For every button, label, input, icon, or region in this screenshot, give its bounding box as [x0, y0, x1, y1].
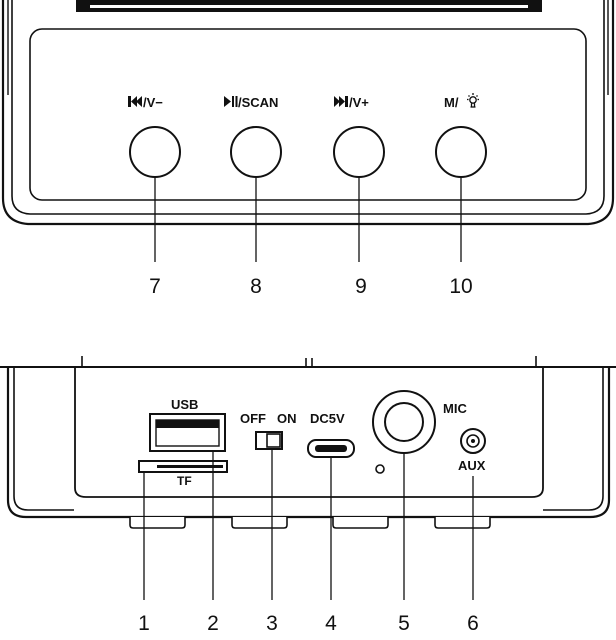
next-track-icon — [334, 96, 348, 107]
callout-number-10: 10 — [449, 275, 472, 298]
tf-label: TF — [177, 474, 192, 488]
prev-volume-down-button[interactable] — [129, 126, 181, 178]
light-bulb-icon — [467, 93, 479, 108]
tf-card-slot-inner — [157, 465, 223, 468]
play-pause-scan-button[interactable] — [230, 126, 282, 178]
callout-number-1: 1 — [138, 612, 150, 635]
callout-number-2: 2 — [207, 612, 219, 635]
button-group-play: /SCAN — [224, 95, 282, 178]
dc-label: DC5V — [310, 411, 345, 426]
usb-label: USB — [171, 397, 198, 412]
rear-recess — [74, 367, 544, 498]
callout-number-5: 5 — [398, 612, 410, 635]
callout-number-3: 3 — [266, 612, 278, 635]
aux-label: AUX — [458, 458, 486, 473]
button-label-mode: M/ — [444, 95, 459, 110]
aux-jack[interactable] — [460, 428, 486, 454]
aux-jack-inner — [466, 434, 480, 448]
usb-port-tongue — [156, 420, 219, 428]
indicator-hole — [375, 464, 385, 474]
switch-off-label: OFF — [240, 411, 266, 426]
callout-number-4: 4 — [325, 612, 337, 635]
next-volume-up-button[interactable] — [333, 126, 385, 178]
mode-light-button[interactable] — [435, 126, 487, 178]
button-group-next: /V+ — [333, 95, 385, 178]
rear-panel-outer-body — [6, 367, 611, 519]
button-label-play: /SCAN — [238, 95, 278, 110]
top-panel-top-edge-highlight — [90, 5, 528, 8]
prev-track-icon — [128, 96, 142, 107]
aux-jack-center — [471, 439, 475, 443]
callout-number-8: 8 — [250, 275, 262, 298]
rear-foot-2 — [231, 517, 288, 529]
rear-panel-inner-left-wall — [13, 367, 74, 511]
button-label-prev: /V− — [143, 95, 163, 110]
top-panel-outer-body — [1, 0, 615, 226]
callout-number-6: 6 — [467, 612, 479, 635]
callout-number-9: 9 — [355, 275, 367, 298]
top-panel-face — [29, 28, 587, 201]
rear-foot-4 — [434, 517, 491, 529]
microphone-outer-ring — [372, 390, 436, 454]
play-pause-icon — [224, 96, 238, 107]
rear-panel: USB TF OFF ON DC5V MIC AUX — [0, 356, 616, 635]
button-group-prev: /V− — [128, 95, 181, 178]
rear-foot-1 — [129, 517, 186, 529]
rear-panel-inner-right-wall — [543, 367, 604, 511]
top-panel: /V− /SCAN /V+ M/ — [1, 0, 615, 298]
power-switch-knob — [266, 433, 281, 448]
callout-number-7: 7 — [149, 275, 161, 298]
mic-label: MIC — [443, 401, 467, 416]
button-label-next: /V+ — [349, 95, 369, 110]
microphone — [384, 402, 424, 442]
button-group-mode: M/ — [435, 93, 487, 178]
switch-on-label: ON — [277, 411, 297, 426]
rear-foot-3 — [332, 517, 389, 529]
dc5v-port-inner — [315, 445, 347, 452]
top-panel-inner-rim — [11, 0, 605, 215]
